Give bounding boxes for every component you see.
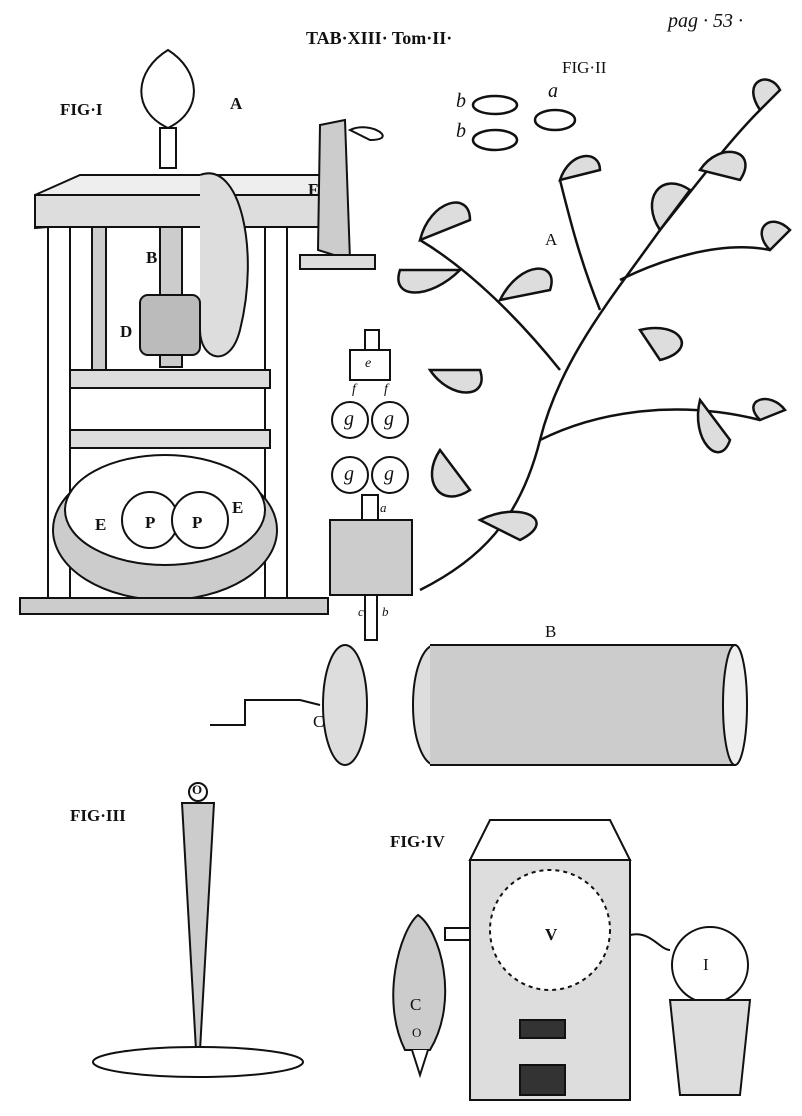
fig1-label-p2: P	[192, 513, 203, 532]
mech-label-a: a	[380, 500, 387, 515]
fig1-title: FIG·I	[60, 100, 103, 119]
mech-label-c: c	[358, 604, 364, 619]
fig1-label-f: F	[308, 180, 319, 199]
mech-label-g3: g	[344, 463, 354, 485]
fig2-label-b1: b	[456, 90, 466, 112]
mech-label-c-crank: C	[313, 712, 325, 731]
fig2-title: FIG·II	[562, 58, 607, 77]
fig2-label-a-branch: A	[545, 230, 558, 249]
fig2-label-a: a	[548, 80, 558, 102]
fig3-title: FIG·III	[70, 806, 126, 825]
fig4-label-v: V	[545, 925, 558, 944]
mech-label-g4: g	[384, 463, 394, 485]
fig1-press-drawing	[19, 48, 384, 615]
fig1-label-a: A	[230, 94, 243, 113]
mech-label-e: e	[365, 356, 372, 371]
mech-label-f2: f	[384, 382, 388, 397]
fig1-label-e1: E	[95, 515, 107, 534]
fig1-label-d: D	[120, 322, 133, 341]
fig4-apparatus-drawing	[392, 819, 752, 1101]
mech-label-g1: g	[344, 408, 354, 430]
fig1-label-p1: P	[145, 513, 156, 532]
fig4-label-o: O	[412, 1025, 422, 1040]
mech-label-g2: g	[384, 408, 394, 430]
fig2-plant-drawing	[397, 78, 792, 592]
plate-title: TAB·XIII· Tom·II·	[306, 28, 453, 48]
fig1-label-e2: E	[232, 498, 244, 517]
mech-label-b-cylinder: B	[545, 622, 557, 641]
fig4-title: FIG·IV	[390, 832, 445, 851]
fig3-stand-drawing	[92, 782, 304, 1078]
page-number: pag · 53 ·	[668, 10, 743, 32]
fig4-label-c: C	[410, 995, 422, 1014]
fig3-label-o: O	[192, 782, 203, 797]
mech-label-b: b	[382, 604, 389, 619]
mech-label-f1: f	[352, 382, 356, 397]
gear-mechanism-drawing	[210, 329, 748, 766]
fig4-label-i: I	[703, 955, 709, 974]
fig2-label-b2: b	[456, 120, 466, 142]
fig1-label-b: B	[146, 248, 158, 267]
